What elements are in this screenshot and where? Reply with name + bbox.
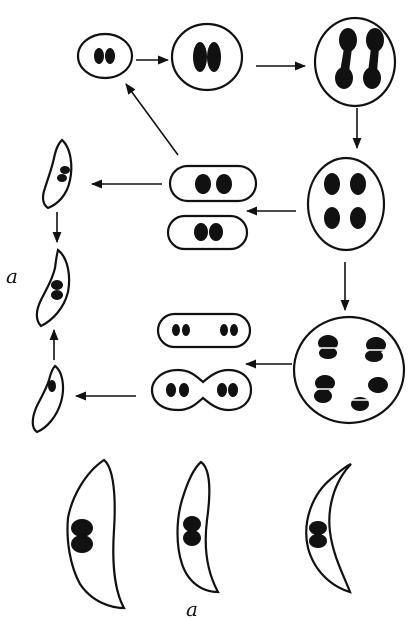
cell-pinching-apart [150,368,253,412]
side-label-a: a [6,264,18,288]
daughter-cell-lower [166,214,249,251]
curved-cell-1 [41,138,73,210]
bottom-curved-cell-right [305,462,352,594]
cell-elongated-four-dots [156,312,252,349]
cell-small-binucleate [76,32,134,80]
cell-large-dividing-nuclei [313,16,397,108]
bottom-curved-cell-left [66,458,126,610]
cell-medium-binucleate [170,22,244,92]
cell-eight-nuclei [292,315,406,425]
curved-cell-2 [35,248,71,328]
daughter-cell-upper [168,164,258,203]
curved-cell-3 [31,364,65,434]
cell-four-nuclei [306,156,386,252]
bottom-label-a: a [186,597,198,619]
arrow-back-to-start [125,83,179,156]
bottom-curved-cell-middle [176,460,220,594]
